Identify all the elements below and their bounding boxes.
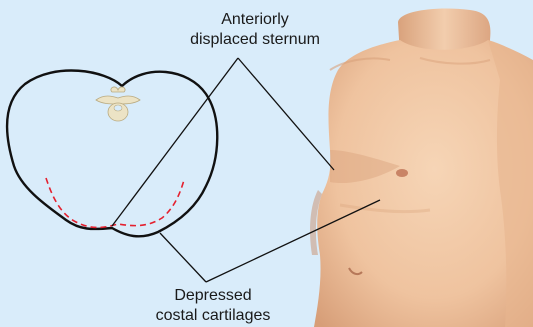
- torso-illustration: [310, 9, 533, 327]
- label-line: displaced sternum: [160, 30, 350, 50]
- label-line: Anteriorly: [160, 10, 350, 30]
- label-depressed-costal-cartilages: Depressed costal cartilages: [118, 286, 308, 326]
- label-anteriorly-displaced-sternum: Anteriorly displaced sternum: [160, 10, 350, 50]
- vertebra-icon: [96, 87, 140, 121]
- chest-cross-section-outline: [7, 71, 217, 237]
- label-line: costal cartilages: [118, 306, 308, 326]
- label-line: Depressed: [118, 286, 308, 306]
